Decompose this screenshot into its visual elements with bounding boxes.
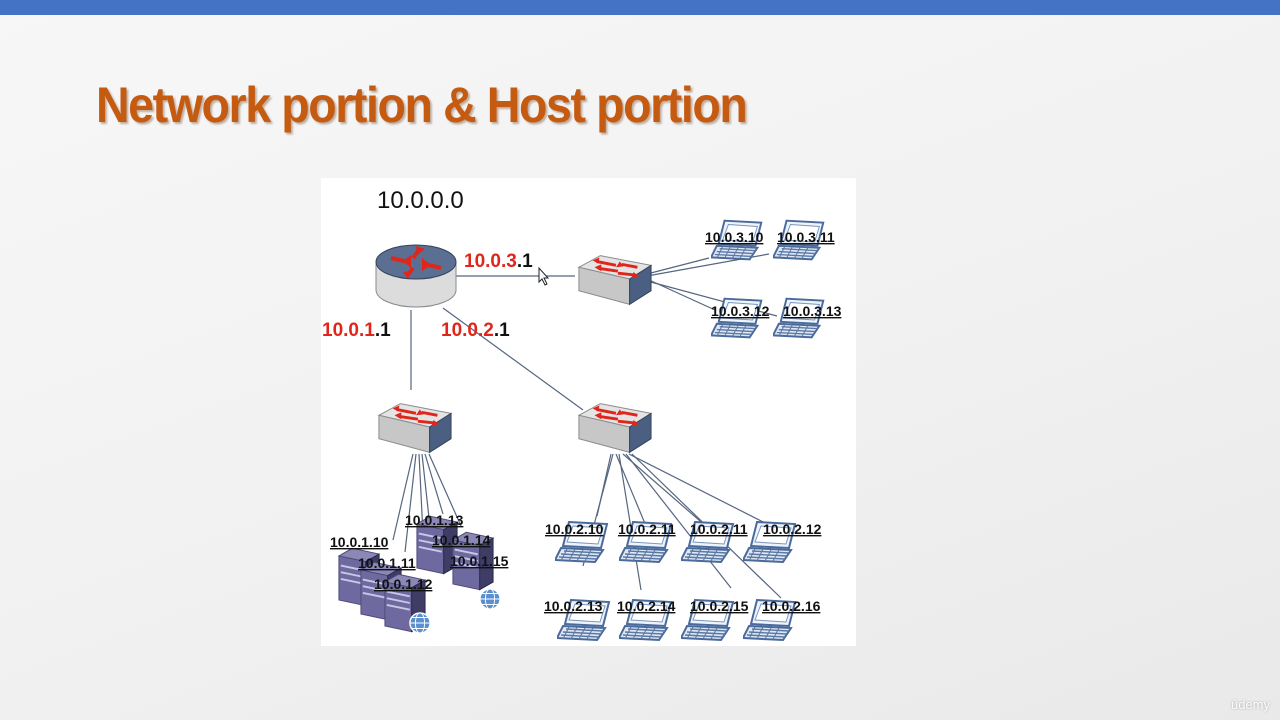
host-ip-label: 10.0.1.13 xyxy=(405,512,464,528)
switch-icon xyxy=(577,402,653,454)
host-ip-label: 10.0.2.11 xyxy=(690,521,748,537)
network-diagram: 10.0.0.0 10.0.3.1 10.0.1.1 10.0.2.1 10.0… xyxy=(321,178,856,646)
switch-icon xyxy=(377,402,453,454)
switch-icon xyxy=(577,254,653,306)
mouse-cursor-icon xyxy=(538,266,550,286)
network-portion: 10.0.3 xyxy=(464,251,517,272)
host-ip-label: 10.0.3.12 xyxy=(711,303,770,319)
globe-icon xyxy=(479,588,501,610)
host-ip-label: 10.0.1.10 xyxy=(330,534,389,550)
host-ip-label: 10.0.2.12 xyxy=(763,521,822,537)
host-ip-label: 10.0.3.13 xyxy=(783,303,842,319)
host-ip-label: 10.0.1.14 xyxy=(432,532,491,548)
host-ip-label: 10.0.2.16 xyxy=(762,598,821,614)
router-interface-right-label: 10.0.2.1 xyxy=(441,320,510,341)
router-icon xyxy=(375,244,457,309)
router-interface-top-label: 10.0.3.1 xyxy=(464,251,533,272)
host-ip-label: 10.0.2.13 xyxy=(544,598,603,614)
network-portion: 10.0.1 xyxy=(322,320,375,341)
host-portion: .1 xyxy=(494,320,510,341)
network-address-label: 10.0.0.0 xyxy=(377,187,464,214)
router-interface-left-label: 10.0.1.1 xyxy=(322,320,391,341)
globe-icon xyxy=(409,612,431,634)
host-portion: .1 xyxy=(517,251,533,272)
host-ip-label: 10.0.2.10 xyxy=(545,521,604,537)
top-accent-bar xyxy=(0,0,1280,15)
host-ip-label: 10.0.1.15 xyxy=(450,553,509,569)
host-ip-label: 10.0.1.12 xyxy=(374,576,433,592)
slide-title: Network portion & Host portion xyxy=(96,77,748,133)
host-ip-label: 10.0.2.15 xyxy=(690,598,749,614)
connection-lines xyxy=(392,253,782,599)
host-ip-label: 10.0.3.10 xyxy=(705,229,764,245)
host-portion: .1 xyxy=(375,320,391,341)
host-ip-label: 10.0.1.11 xyxy=(358,555,416,571)
host-ip-label: 10.0.3.11 xyxy=(777,229,835,245)
host-ip-label: 10.0.2.11 xyxy=(618,521,676,537)
host-ip-label: 10.0.2.14 xyxy=(617,598,676,614)
udemy-watermark: ûdemy xyxy=(1230,697,1270,712)
network-diagram-svg: 10.0.0.0 10.0.3.1 10.0.1.1 10.0.2.1 10.0… xyxy=(322,187,842,641)
network-portion: 10.0.2 xyxy=(441,320,494,341)
